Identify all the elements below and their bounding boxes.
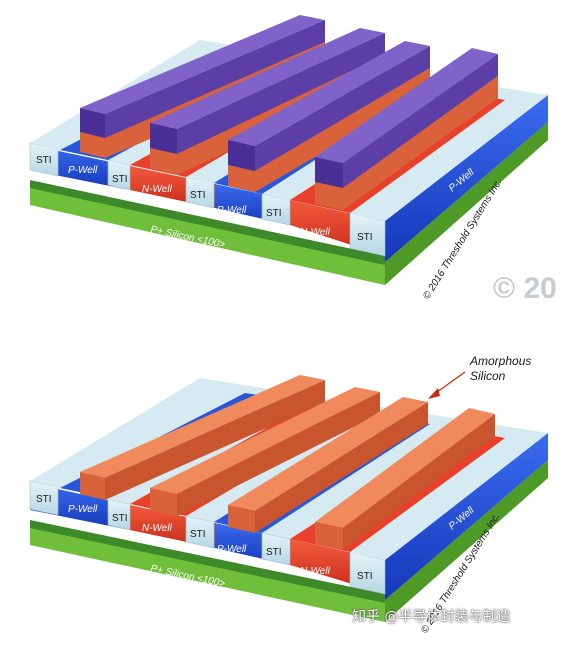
bottom-label-pwell-1: P-Well — [68, 504, 98, 515]
top-label-sti-1: STI — [36, 155, 52, 166]
bottom-label-sti-3: STI — [190, 529, 206, 540]
top-diagram: STI P-Well STI N-Well STI P-Well STI N-W… — [29, 15, 548, 302]
bottom-label-sti-5: STI — [357, 571, 373, 582]
bottom-substrate-front — [30, 525, 385, 622]
bottom-substrate-side — [385, 460, 548, 622]
bottom-label-sti-4: STI — [266, 547, 282, 558]
bottom-label-nwell-2: N-Well — [300, 566, 331, 577]
bottom-label-pwell-2: P-Well — [217, 544, 247, 555]
bottom-diagram: STI P-Well STI N-Well STI P-Well STI N-W… — [29, 371, 548, 636]
top-label-nwell-2: N-Well — [300, 227, 331, 238]
bottom-label-nwell-1: N-Well — [142, 523, 173, 534]
top-label-pwell-1: P-Well — [68, 165, 98, 176]
top-gate-4 — [315, 48, 498, 210]
top-substrate-front — [30, 185, 385, 285]
bottom-gate-3 — [228, 397, 428, 533]
bottom-label-sti-2: STI — [112, 513, 128, 524]
bottom-gate-4 — [315, 408, 495, 550]
callout-line-1: Amorphous — [470, 354, 532, 368]
top-side-pwell — [385, 95, 548, 262]
copyright-watermark: © 20 — [493, 272, 557, 305]
bottom-sti-2 — [107, 498, 131, 531]
top-label-sti-2: STI — [112, 174, 128, 185]
top-label-nwell-1: N-Well — [142, 184, 173, 195]
top-label-sti-5: STI — [357, 232, 373, 243]
callout-line-2: Silicon — [470, 369, 506, 383]
bottom-base-strip — [30, 520, 385, 603]
bottom-sti-3 — [185, 515, 215, 549]
zhihu-watermark: 知乎 @半导体封装与制造 — [352, 609, 511, 625]
bottom-label-sti-1: STI — [36, 494, 52, 505]
top-label-pwell-2: P-Well — [217, 205, 247, 216]
bottom-side-pwell — [385, 433, 548, 600]
bottom-gate-2 — [150, 387, 380, 516]
amorphous-silicon-callout: Amorphous Silicon — [470, 354, 531, 384]
bottom-gate-1 — [80, 375, 325, 500]
top-label-sti-4: STI — [266, 208, 282, 219]
top-label-sti-3: STI — [190, 190, 206, 201]
callout-arrow-head — [428, 388, 440, 399]
top-base-strip — [30, 180, 385, 265]
bottom-sti-4 — [261, 532, 291, 566]
top-gate-3 — [228, 41, 430, 192]
top-substrate-side — [385, 122, 548, 285]
